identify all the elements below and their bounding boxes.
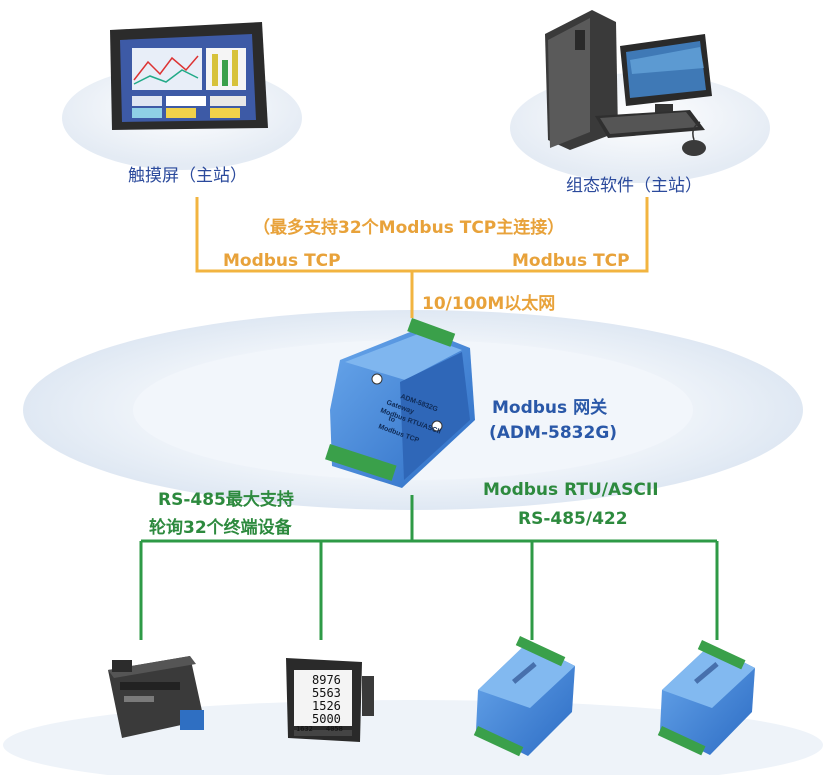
io-module-1	[473, 636, 575, 757]
plc-device	[108, 656, 204, 738]
ethernet-label: 10/100M以太网	[422, 294, 556, 314]
device-backdrop	[3, 700, 823, 775]
meter-reading: 1526	[312, 699, 341, 713]
meter-reading: 5563	[312, 686, 341, 700]
desktop-pc	[545, 10, 712, 156]
rs485-capacity-line1: RS-485最大支持	[158, 490, 294, 510]
left-protocol-label: Modbus TCP	[223, 251, 341, 271]
ethernet-lines	[195, 197, 649, 318]
max-connections-note: （最多支持32个Modbus TCP主连接）	[253, 218, 565, 238]
rs485-capacity-line2: 轮询32个终端设备	[149, 518, 292, 538]
gateway-module	[325, 317, 475, 488]
io-module-2	[657, 640, 755, 756]
meter-reading: 1632	[296, 725, 313, 733]
power-meter	[286, 658, 374, 742]
hmi-label: 触摸屏（主站）	[128, 166, 247, 186]
gateway-title: Modbus 网关	[492, 398, 608, 418]
gateway-model: (ADM-5832G)	[489, 423, 618, 443]
right-protocol-label: Modbus TCP	[512, 251, 630, 271]
meter-reading: 8976	[312, 673, 341, 687]
rs485-bus-lines	[139, 495, 719, 640]
hmi-touchscreen	[110, 22, 268, 130]
meter-reading: 5000	[312, 712, 341, 726]
scada-label: 组态软件（主站）	[566, 176, 702, 196]
bus-type-label: RS-485/422	[518, 509, 628, 529]
meter-reading: 4058	[326, 725, 343, 733]
gateway-panel-line: to	[387, 415, 396, 424]
meter-readings: 8976 5563 1526 5000 1632 4058	[296, 673, 343, 733]
rtu-protocol-label: Modbus RTU/ASCII	[483, 480, 659, 500]
